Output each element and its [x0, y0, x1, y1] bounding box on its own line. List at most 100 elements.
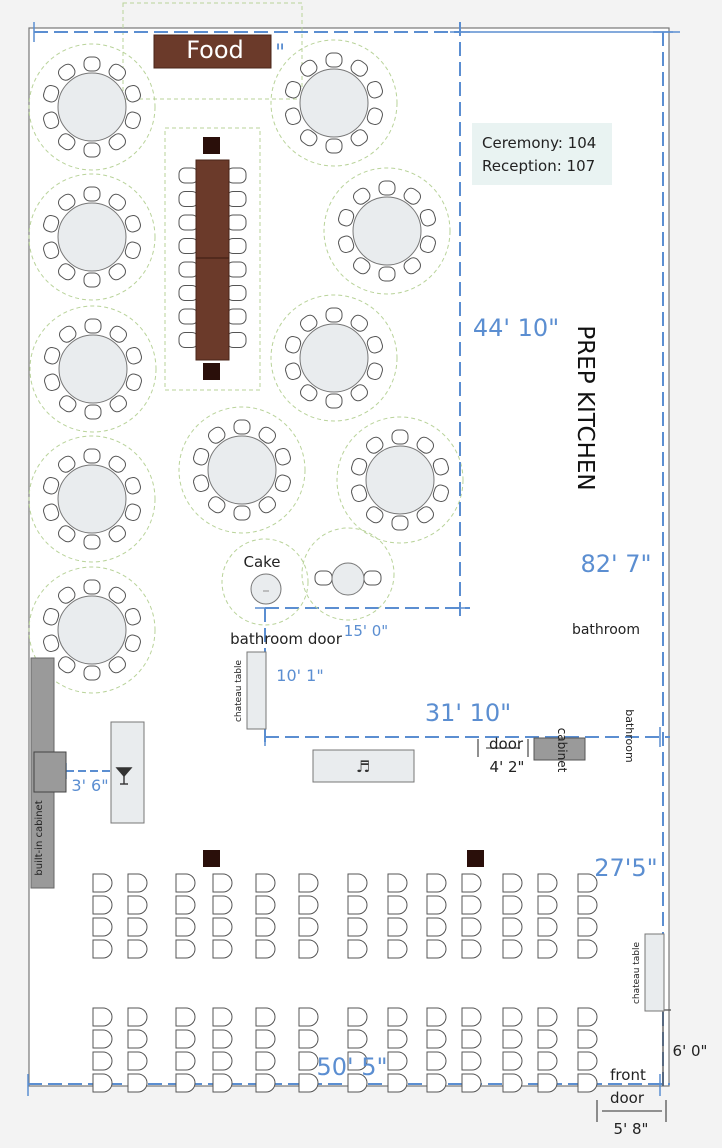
ceremony-chair — [298, 917, 319, 937]
round-table-chair — [378, 180, 396, 196]
ceremony-chair — [347, 1073, 368, 1093]
round-table-chair — [58, 263, 76, 281]
ceremony-chair — [537, 939, 558, 959]
cake-table — [250, 573, 282, 605]
ceremony-chair — [537, 1073, 558, 1093]
table-halos — [28, 39, 464, 694]
ceremony-chair — [577, 1007, 598, 1027]
ceremony-chair — [502, 1073, 523, 1093]
ceremony-chair — [461, 895, 482, 915]
ceremony-chair — [347, 1051, 368, 1071]
round-table-chair — [83, 56, 101, 72]
round-table-chair — [350, 384, 368, 402]
round-table-chair — [43, 503, 60, 521]
ceremony-chair — [212, 917, 233, 937]
ceremony-post-right — [467, 850, 484, 867]
round-table — [57, 202, 127, 272]
dim-label-27-5: 27'5" — [594, 854, 657, 882]
ceremony-chair — [426, 1029, 447, 1049]
ceremony-chair — [298, 1029, 319, 1049]
round-table-chair — [233, 419, 251, 435]
round-table-chair — [338, 209, 355, 227]
ceremony-chair — [127, 873, 148, 893]
round-table — [365, 445, 435, 515]
round-table-chair — [84, 404, 102, 420]
round-table-chair — [351, 458, 368, 476]
round-table-chair — [58, 586, 76, 604]
head-table-chair — [178, 308, 199, 325]
round-table-chair — [124, 477, 141, 495]
built-in-cabinet-label: built-in cabinet — [34, 800, 45, 875]
ceremony-chair — [212, 1029, 233, 1049]
round-table-chair — [325, 52, 343, 68]
round-table-chair — [58, 193, 76, 211]
ceremony-chair — [175, 917, 196, 937]
round-table-chair — [124, 503, 141, 521]
ceremony-chair — [347, 1029, 368, 1049]
ceremony-chair — [175, 1007, 196, 1027]
cocktail-glass-icon — [115, 767, 133, 785]
round-table-chair — [338, 235, 355, 253]
gray-dim-marks — [477, 739, 671, 1122]
round-table-chair — [432, 458, 449, 476]
sweetheart-chair-left — [314, 570, 333, 586]
round-table-chair — [432, 484, 449, 502]
front-label: front — [610, 1066, 646, 1084]
ceremony-chair — [461, 917, 482, 937]
round-table-chair — [285, 362, 302, 380]
ceremony-chair — [387, 1029, 408, 1049]
round-table-chair — [403, 187, 421, 205]
round-table — [299, 68, 369, 138]
ceremony-chair — [426, 873, 447, 893]
round-table — [58, 334, 128, 404]
round-table-chair — [325, 307, 343, 323]
head-table-area — [164, 127, 261, 391]
dim-label-82-7: 82' 7" — [580, 550, 651, 578]
ceremony-chair — [298, 873, 319, 893]
ceremony-chair — [347, 917, 368, 937]
capacity-box — [472, 123, 612, 185]
food-table — [153, 34, 272, 69]
guide-areas — [122, 2, 303, 391]
ceremony-chair — [537, 873, 558, 893]
round-table-chair — [43, 241, 60, 259]
ceremony-chair — [255, 895, 276, 915]
dimension-ticks — [27, 22, 673, 1096]
ceremony-chair — [212, 873, 233, 893]
round-table-chair — [43, 215, 60, 233]
ceremony-chair — [387, 939, 408, 959]
ceremony-chair — [387, 895, 408, 915]
round-table-chair — [353, 257, 371, 275]
ceremony-chair — [461, 939, 482, 959]
ceremony-chair — [212, 1051, 233, 1071]
round-table-chair — [351, 484, 368, 502]
ceremony-chair — [426, 895, 447, 915]
round-table-chair — [108, 133, 126, 151]
round-table-chair — [59, 325, 77, 343]
head-table-chair — [226, 238, 247, 254]
round-table-chair — [378, 266, 396, 282]
ceremony-chair — [347, 895, 368, 915]
dj-table — [312, 749, 415, 783]
ceremony-chair — [127, 917, 148, 937]
chateau-table-right — [644, 933, 665, 1012]
round-table-chair — [58, 656, 76, 674]
ceremony-chair — [255, 917, 276, 937]
food-label-tail: " — [275, 41, 285, 66]
ceremony-chair — [255, 939, 276, 959]
ceremony-chair — [387, 917, 408, 937]
ceremony-chair — [537, 1051, 558, 1071]
round-table-chair — [108, 63, 126, 81]
ceremony-chair — [502, 917, 523, 937]
head-table-chair — [178, 285, 199, 301]
round-table — [57, 72, 127, 142]
ceremony-chairs — [92, 873, 598, 1093]
ceremony-chair — [92, 939, 113, 959]
round-table-chair — [43, 634, 60, 652]
round-table-chair — [83, 272, 101, 288]
ceremony-chair — [92, 1051, 113, 1071]
round-table-group — [43, 448, 141, 550]
cabinet-label: cabinet — [555, 728, 569, 773]
round-table-chair — [416, 506, 434, 524]
capacity-ceremony: Ceremony: 104 — [482, 134, 596, 152]
